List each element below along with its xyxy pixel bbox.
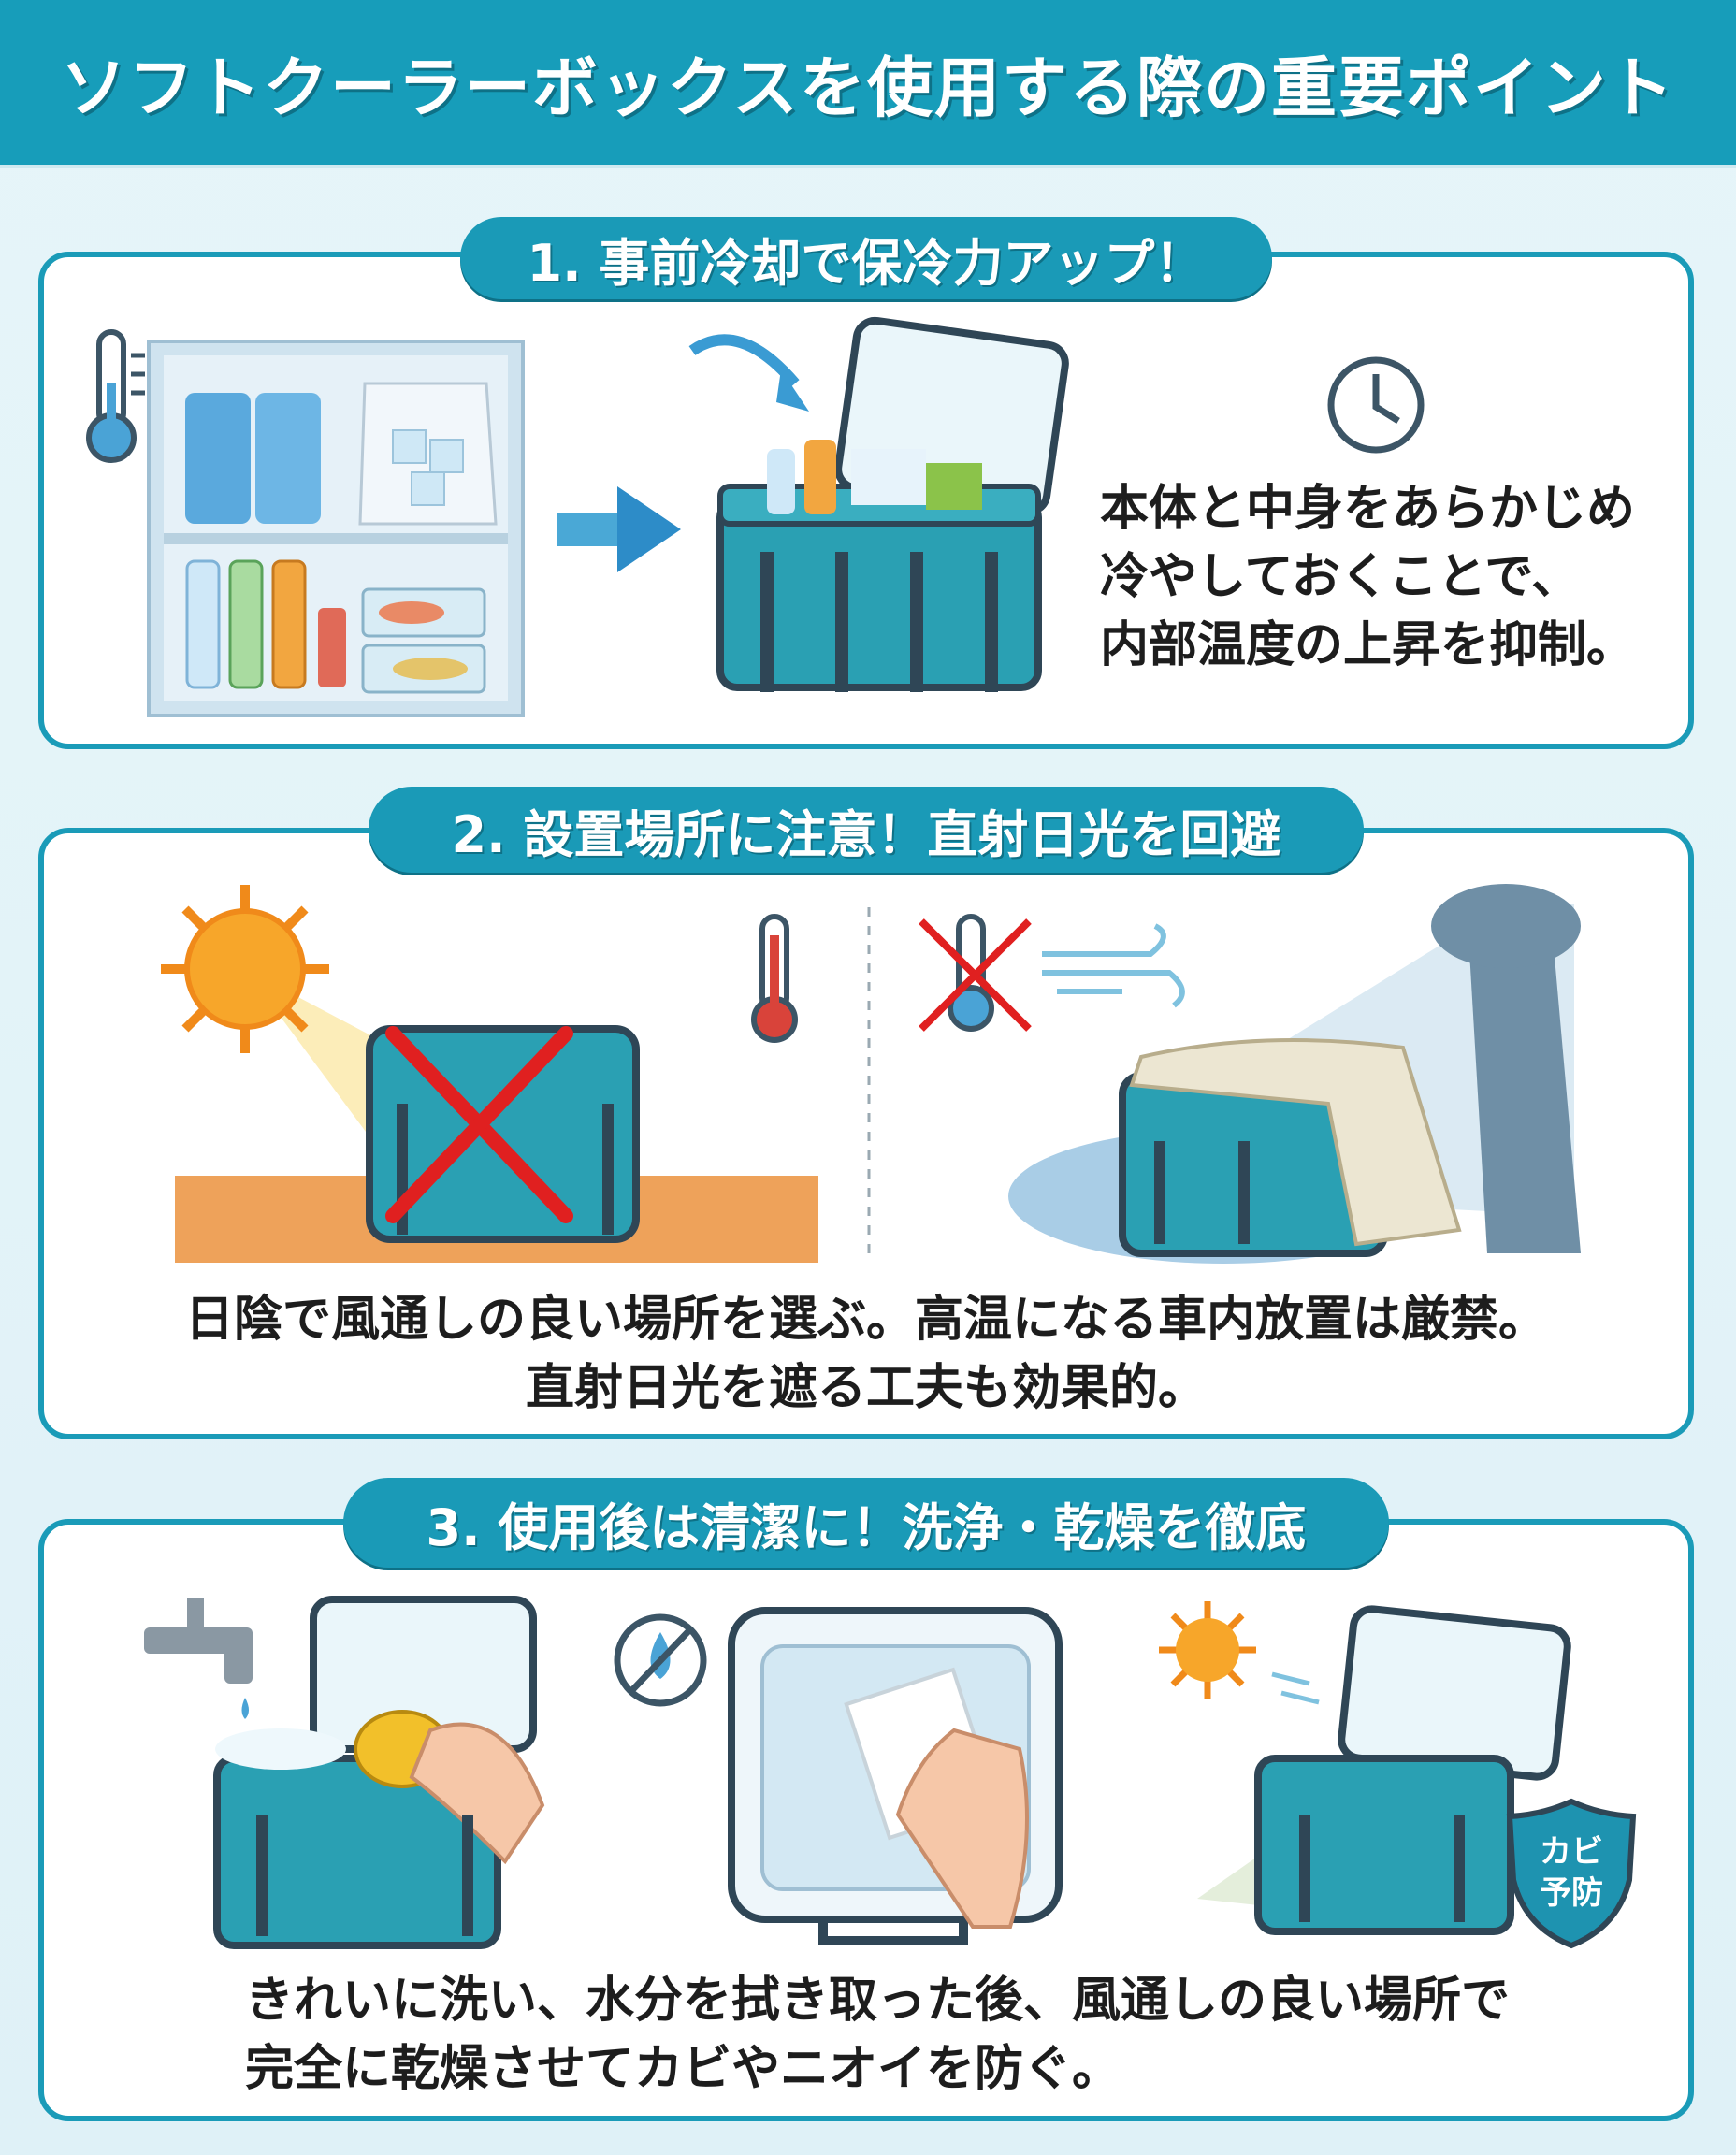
section-1-heading: 1. 事前冷却で保冷力アップ！ [460,217,1272,299]
section-2-heading: 2. 設置場所に注意！直射日光を回避 [369,787,1364,873]
faucet-icon [144,1598,253,1719]
page-title: ソフトクーラーボックスを使用する際の重要ポイント [61,49,1675,126]
sun-icon [161,885,329,1053]
small-wind-icon [1271,1671,1320,1705]
wind-icon [1042,923,1185,1008]
cooler-bag-open-illustration [688,316,1069,692]
section-1-description: 本体と中身をあらかじめ 冷やしておくことで、 内部温度の上昇を抑制。 [1100,481,1636,673]
refrigerator-illustration [147,340,525,717]
cold-thermometer-crossed-icon [919,914,1032,1032]
mold-prevention-shield-icon [1506,1798,1637,1949]
section-2-description: 日陰で風通しの良い場所を選ぶ。高温になる車内放置は厳禁。 直射日光を遮る工夫も効… [184,1292,1547,1416]
header: ソフトクーラーボックスを使用する際の重要ポイント [0,0,1736,168]
thermometer-icon [86,329,145,463]
cooler-bag-washing [213,1596,545,1949]
prohibited-x-icon [385,1026,573,1223]
clock-icon [1327,356,1425,454]
cooler-bag-with-towel [1119,1038,1462,1257]
section-3-heading: 3. 使用後は清潔に！洗浄・乾燥を徹底 [343,1478,1389,1568]
mold-prevention-badge-text: カビ予防 [1540,1833,1603,1912]
open-cooler-wiping [728,1607,1063,1945]
section-3-description: きれいに洗い、水分を拭き取った後、風通しの良い場所で 完全に乾燥させてカビやニオ… [245,1973,1511,2097]
right-arrow-icon [557,486,681,572]
hot-thermometer-icon [751,914,798,1043]
no-water-icon [614,1613,707,1707]
small-sun-icon [1159,1601,1256,1699]
